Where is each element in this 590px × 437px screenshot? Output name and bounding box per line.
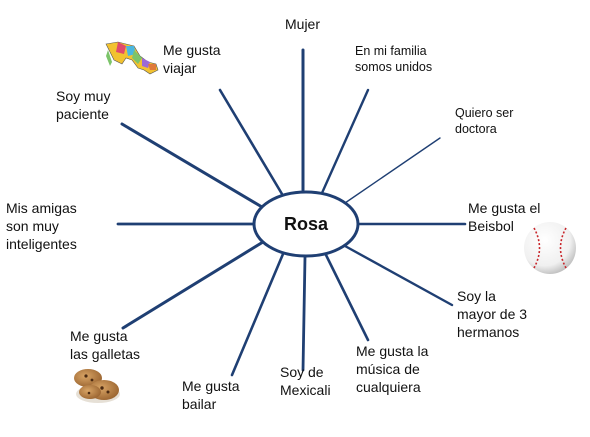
spoke-label-familia: En mi familia somos unidos xyxy=(355,44,433,75)
spoke-line-doctora xyxy=(344,137,441,204)
spoke-label-amigas: Mis amigas son muy inteligentes xyxy=(6,200,77,253)
spoke-label-mexicali: Soy de Mexicali xyxy=(280,364,331,399)
spoke-line-hermanos xyxy=(343,244,454,307)
spoke-label-galletas: Me gusta las galletas xyxy=(70,328,141,363)
spoke-line-mexicali xyxy=(301,255,307,372)
spoke-label-hermanos: Soy la mayor de 3 hermanos xyxy=(457,288,528,341)
center-name: Rosa xyxy=(283,213,328,234)
center-ellipse xyxy=(252,190,360,258)
spoke-label-paciente: Soy muy paciente xyxy=(56,88,111,123)
mexico-map-icon xyxy=(105,41,159,75)
spoke-line-paciente xyxy=(120,122,264,209)
spoke-label-mujer: Mujer xyxy=(285,16,321,32)
spoke-line-viajar xyxy=(218,88,284,196)
spoke-label-bailar: Me gusta bailar xyxy=(182,378,240,413)
cookies-icon xyxy=(74,369,120,403)
spoke-line-musica xyxy=(324,253,370,342)
spokes xyxy=(116,48,467,377)
spoke-label-viajar: Me gusta viajar xyxy=(163,42,221,77)
spoke-label-doctora: Quiero ser doctora xyxy=(455,106,514,137)
spoke-line-bailar xyxy=(230,252,285,377)
spoke-line-galletas xyxy=(121,240,265,330)
spoke-label-beisbol: Me gusta el Beisbol xyxy=(468,200,541,235)
baseball-icon xyxy=(524,222,576,274)
spoke-label-musica: Me gusta la música de cualquiera xyxy=(356,343,429,396)
spoke-line-familia xyxy=(320,88,370,195)
